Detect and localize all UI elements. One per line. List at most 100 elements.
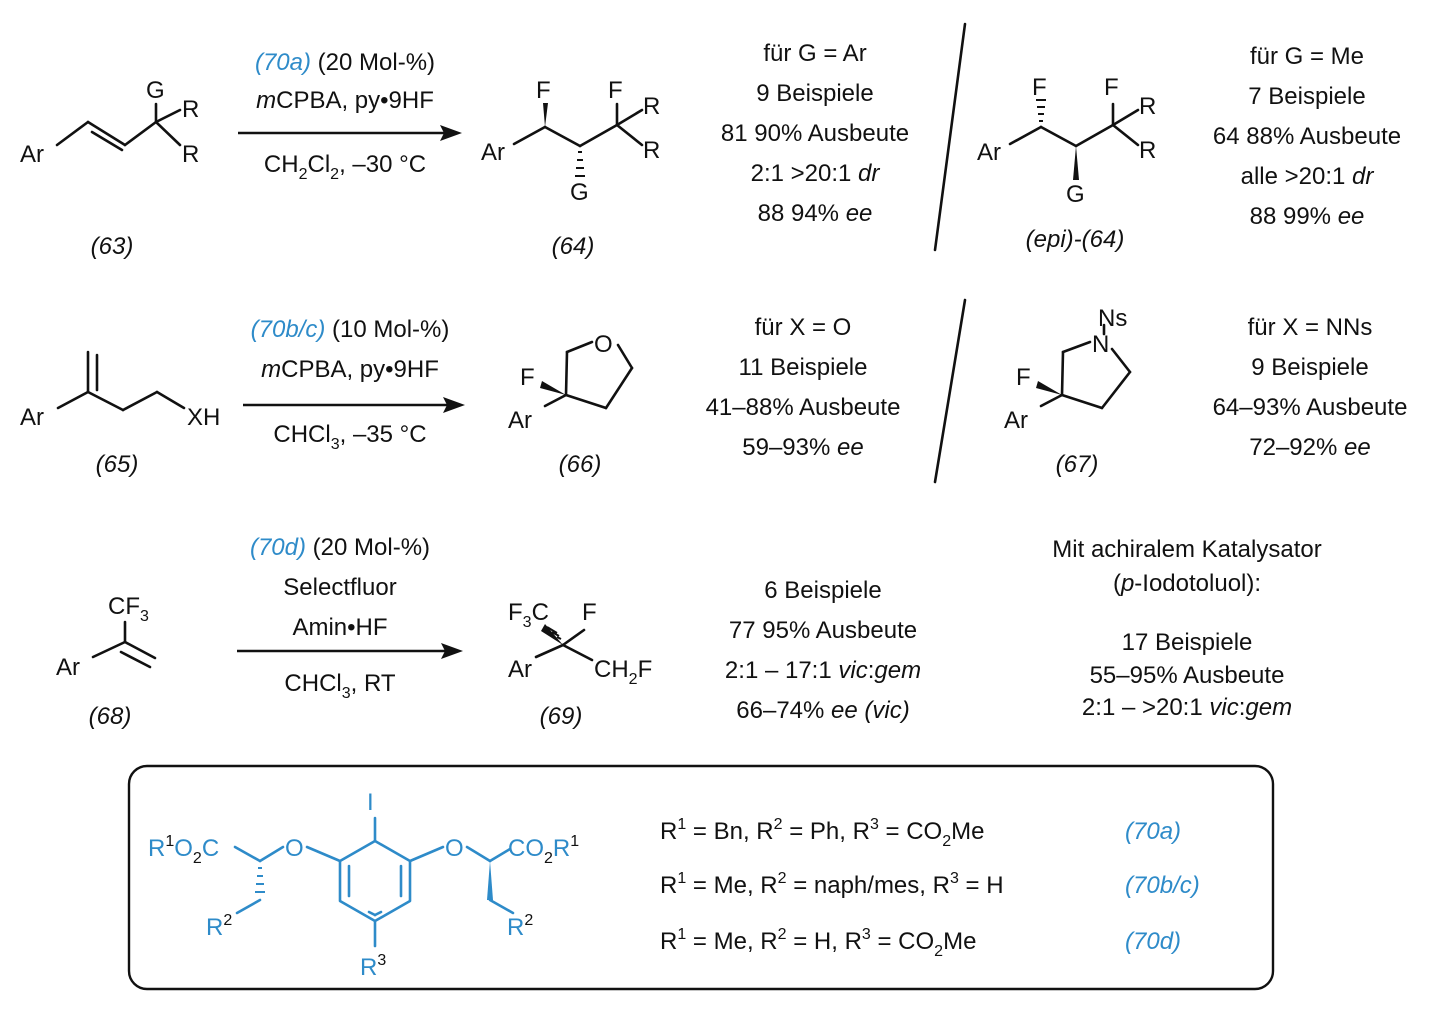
right-ester-group: CO2R1 (508, 833, 579, 867)
variant-definition: R1 = Bn, R2 = Ph, R3 = CO2Me (660, 816, 984, 850)
results-chiral: 6 Beispiele 77 95% Ausbeute 2:1 – 17:1 v… (725, 577, 921, 724)
atom-ar: Ar (977, 139, 1001, 166)
variant-label: (70b/c) (1125, 872, 1200, 899)
result-yield: 41–88% Ausbeute (706, 394, 901, 421)
atom-g: G (570, 179, 589, 206)
atom-f: F (1032, 74, 1047, 101)
atom-o: O (445, 835, 464, 862)
atom-ar: Ar (20, 141, 44, 168)
reaction-arrow-1 (238, 125, 462, 141)
atom-r2-right: R2 (507, 912, 533, 941)
conditions-line: CH2Cl2, –30 °C (264, 151, 426, 183)
variant-definition: R1 = Me, R2 = H, R3 = CO2Me (660, 926, 976, 960)
results-x-nns: für X = NNs 9 Beispiele 64–93% Ausbeute … (1213, 314, 1408, 461)
result-ee: 59–93% ee (742, 434, 863, 461)
catalyst-structure: I O O R1O2C CO2R1 R2 R2 R3 (148, 789, 579, 981)
product-67-structure: F Ar N Ns (1004, 305, 1132, 434)
result-title: für G = Me (1250, 43, 1364, 70)
atom-ar: Ar (481, 139, 505, 166)
atom-ar: Ar (56, 654, 80, 681)
row3: Ar CF3 (68) (70d) (20 Mol-%) Selectfluor… (56, 534, 1322, 730)
reagent-line: mCPBA, py•9HF (256, 87, 434, 114)
atom-ns: Ns (1098, 305, 1127, 332)
results-g-me: für G = Me 7 Beispiele 64 88% Ausbeute a… (1213, 43, 1401, 230)
catalyst-line: (70a) (20 Mol-%) (255, 49, 435, 76)
catalyst-box: I O O R1O2C CO2R1 R2 R2 R3 R1 = Bn, R2 =… (127, 764, 1275, 991)
atom-f: F (582, 599, 597, 626)
result-examples: 9 Beispiele (1251, 354, 1368, 381)
atom-ar: Ar (1004, 407, 1028, 434)
result-yield: 64–93% Ausbeute (1213, 394, 1408, 421)
catalyst-line: (70d) (20 Mol-%) (250, 534, 430, 561)
result-yield: 64 88% Ausbeute (1213, 123, 1401, 150)
catalyst-loading: (20 Mol-%) (318, 49, 435, 76)
variant-label: (70a) (1125, 818, 1181, 845)
reactant-65-structure: Ar XH (20, 350, 220, 431)
result-vic-gem: 2:1 – 17:1 vic:gem (725, 657, 921, 684)
product-64-structure: Ar F F G R R (481, 77, 660, 206)
row2: Ar XH (65) (70b/c) (10 Mol-%) mCPBA, py•… (20, 298, 1408, 484)
compound-label-64: (64) (552, 233, 595, 260)
atom-r: R (643, 93, 660, 120)
result-examples: 11 Beispiele (739, 354, 868, 381)
catalyst-box-frame (127, 764, 1275, 991)
result-ee: 72–92% ee (1249, 434, 1370, 461)
catalyst-ref: (70a) (255, 49, 311, 76)
atom-o: O (594, 331, 613, 358)
divider-slash (933, 298, 967, 484)
product-epi-64-structure: Ar F F G R R (977, 74, 1156, 208)
atom-f3c: F3C (508, 599, 549, 631)
atom-r: R (182, 141, 199, 168)
result-ee: 66–74% ee (vic) (736, 697, 909, 724)
atom-ar: Ar (508, 656, 532, 683)
result-yield: 77 95% Ausbeute (729, 617, 917, 644)
atom-f: F (608, 77, 623, 104)
compound-label-epi-64: (epi)-(64) (1026, 226, 1125, 253)
hash-bond (546, 626, 562, 640)
atom-g: G (146, 77, 165, 104)
hash-bond (255, 867, 265, 893)
result-yield: 55–95% Ausbeute (1090, 662, 1285, 689)
atom-r: R (1139, 93, 1156, 120)
reaction-arrow-3 (237, 643, 463, 659)
atom-g: G (1066, 181, 1085, 208)
variant-definition: R1 = Me, R2 = naph/mes, R3 = H (660, 870, 1004, 899)
atom-n: N (1092, 331, 1109, 358)
atom-cf3: CF3 (108, 593, 149, 625)
result-dr: 2:1 >20:1 dr (751, 160, 881, 187)
atom-o: O (285, 835, 304, 862)
reaction-arrow-2 (243, 397, 465, 413)
catalyst-line: (70b/c) (10 Mol-%) (251, 316, 450, 343)
row1: Ar G R R (63) (70a) (20 Mol-%) mCPBA, py… (20, 22, 1401, 260)
catalyst-loading: (20 Mol-%) (313, 534, 430, 561)
atom-r: R (182, 96, 199, 123)
result-ee: 88 94% ee (758, 200, 873, 227)
divider-slash (933, 22, 967, 252)
atom-f: F (536, 77, 551, 104)
atom-f: F (520, 364, 535, 391)
compound-label-69: (69) (540, 703, 583, 730)
variant-label: (70d) (1125, 928, 1181, 955)
result-vic-gem: 2:1 – >20:1 vic:gem (1082, 694, 1292, 721)
result-yield: 81 90% Ausbeute (721, 120, 909, 147)
result-ee: 88 99% ee (1250, 203, 1365, 230)
atom-r3: R3 (360, 952, 386, 981)
hash-bond (575, 151, 585, 177)
achiral-catalyst: (p-Iodotoluol): (1113, 570, 1261, 597)
catalyst-ref: (70b/c) (251, 316, 326, 343)
reagent-line: Amin•HF (292, 614, 387, 641)
atom-ch2f: CH2F (594, 656, 652, 688)
product-69-structure: Ar F F3C CH2F (508, 599, 652, 688)
compound-label-65: (65) (96, 451, 139, 478)
compound-label-68: (68) (89, 703, 132, 730)
hash-bond (1036, 99, 1046, 122)
catalyst-variant-list: R1 = Bn, R2 = Ph, R3 = CO2Me (70a) R1 = … (660, 816, 1200, 960)
result-examples: 7 Beispiele (1248, 83, 1365, 110)
compound-label-66: (66) (559, 451, 602, 478)
result-examples: 6 Beispiele (764, 577, 881, 604)
atom-ar: Ar (20, 404, 44, 431)
reagent-line: mCPBA, py•9HF (261, 356, 439, 383)
compound-label-63: (63) (91, 233, 134, 260)
atom-i: I (367, 789, 374, 816)
compound-label-67: (67) (1056, 451, 1099, 478)
